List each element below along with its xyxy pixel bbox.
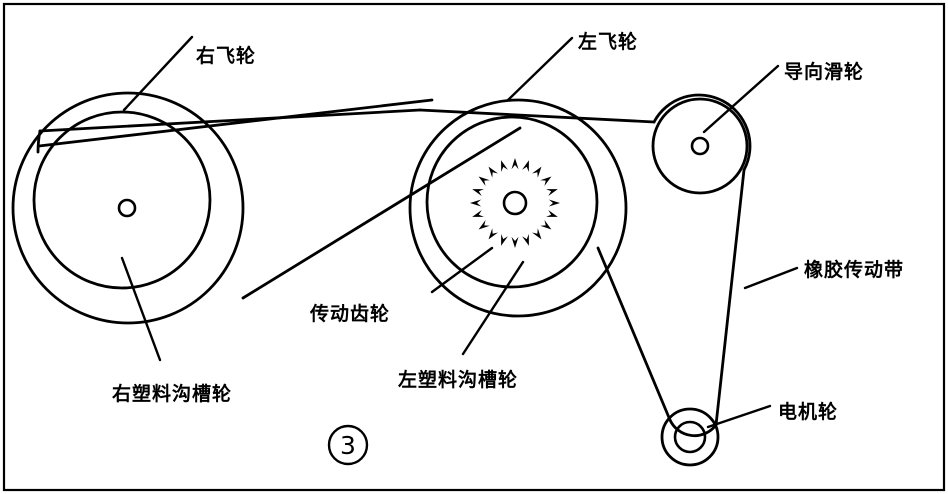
figure-number-group: 3 (327, 424, 369, 466)
gear-tooth (511, 236, 519, 248)
belt-wrap-motor-wheel (668, 418, 718, 438)
gear-teeth-ring (470, 158, 560, 248)
gear-tooth (548, 199, 560, 207)
gear-tooth (511, 158, 519, 170)
belt-span-guide-to-motor (714, 168, 746, 427)
label-rubber-drive-belt: 橡胶传动带 (804, 258, 904, 281)
label-transmission-gear: 传动齿轮 (309, 302, 390, 325)
motor-wheel-outer-circle (660, 407, 720, 467)
leader-line-right-flywheel (122, 35, 194, 112)
guide-pulley-circle (651, 97, 749, 195)
transmission-gear-hub-circle (502, 190, 528, 216)
gear-tooth (501, 234, 508, 246)
leader-line-left-plastic-grooved-wheel (461, 260, 525, 356)
figure-number-circle (327, 424, 369, 466)
leader-line-motor-wheel (706, 404, 772, 429)
gear-tooth (531, 166, 542, 178)
gear-tooth (522, 234, 529, 246)
right-plastic-grooved-wheel-circle (32, 110, 212, 290)
leader-line-rubber-drive-belt (743, 266, 799, 290)
left-wheel-assembly (408, 98, 628, 318)
gear-tooth (501, 160, 508, 172)
motor-wheel-inner-circle (673, 420, 707, 454)
gear-tooth (531, 228, 542, 240)
gear-tooth (472, 189, 484, 196)
label-right-plastic-grooved-wheel: 右塑料沟槽轮 (111, 382, 232, 405)
right-flywheel-outer-circle (11, 91, 245, 325)
belt-wrap-right-flywheel (36, 129, 42, 154)
gear-tooth (540, 219, 552, 230)
belt-span-inner-upper (37, 98, 434, 148)
gear-tooth (470, 199, 482, 207)
belt-span-right-to-left-upper (38, 108, 422, 133)
gear-tooth (472, 210, 484, 217)
label-left-flywheel: 左飞轮 (578, 30, 638, 53)
gear-tooth (522, 160, 529, 172)
label-left-plastic-grooved-wheel: 左塑料沟槽轮 (398, 368, 518, 391)
gear-tooth (546, 189, 558, 196)
label-right-flywheel: 右飞轮 (195, 44, 256, 67)
leader-line-left-flywheel (506, 36, 574, 102)
right-wheel-assembly (11, 91, 245, 325)
gear-tooth (478, 219, 490, 230)
belt-span-diagonal (241, 126, 522, 300)
belt-wrap-guide-pulley (652, 93, 752, 172)
left-flywheel-outer-circle (408, 98, 628, 318)
gear-tooth (540, 176, 552, 187)
gear-tooth (488, 228, 499, 240)
leader-line-right-plastic-grooved-wheel (120, 256, 162, 362)
left-plastic-grooved-wheel-circle (425, 115, 599, 289)
right-wheel-hub-circle (117, 198, 137, 218)
label-motor-wheel: 电机轮 (778, 400, 838, 423)
leader-lines-group (120, 35, 799, 429)
label-guide-pulley: 导向滑轮 (784, 60, 864, 83)
belt-span-left-to-motor (596, 246, 672, 422)
leader-line-transmission-gear (430, 246, 494, 294)
gear-tooth (478, 176, 490, 187)
figure-number-text: 3 (340, 431, 356, 460)
guide-pulley-group (651, 97, 749, 195)
leader-line-guide-pulley (702, 64, 780, 134)
gear-tooth (488, 166, 499, 178)
motor-wheel-group (660, 407, 720, 467)
rubber-drive-belt (36, 93, 752, 438)
belt-span-left-to-guide-upper (418, 108, 656, 124)
transmission-gear-group (470, 158, 560, 248)
gear-tooth (546, 210, 558, 217)
guide-pulley-hub-circle (690, 136, 710, 156)
